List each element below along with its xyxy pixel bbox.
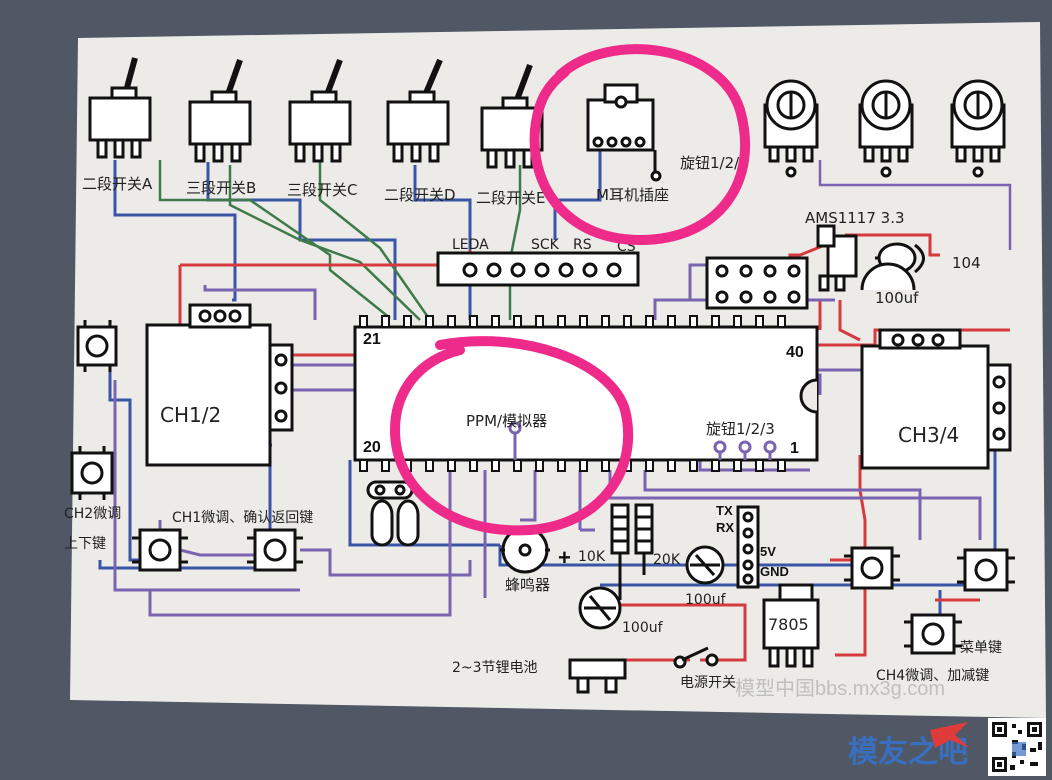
label-ch34: CH3/4 bbox=[898, 423, 959, 447]
buzzer-icon bbox=[500, 526, 550, 574]
plane-icon bbox=[930, 722, 970, 748]
button-ch2-updown-icon bbox=[132, 528, 188, 572]
label-cap-104: 104 bbox=[952, 254, 981, 272]
label-battery: 2~3节锂电池 bbox=[452, 660, 538, 676]
label-switch-d: 二段开关D bbox=[384, 186, 456, 204]
lcd-header bbox=[436, 251, 640, 287]
ch12-gimbal bbox=[145, 303, 294, 467]
knob-2-icon bbox=[858, 79, 914, 178]
button-ch4-right-icon bbox=[844, 546, 900, 590]
label-10k: 10K bbox=[578, 549, 606, 565]
knob-3-icon bbox=[950, 79, 1006, 178]
capacitor-100uf-mid-icon bbox=[685, 545, 725, 585]
knob-1-icon bbox=[763, 79, 819, 178]
highlight-marks bbox=[389, 44, 750, 536]
label-rs: RS bbox=[573, 237, 592, 253]
label-rx: RX bbox=[716, 520, 734, 535]
label-ppm: PPM/模拟器 bbox=[466, 412, 547, 430]
label-ch1-trim: CH1微调、确认返回键 bbox=[172, 510, 313, 526]
highlight-circle-ppm bbox=[389, 336, 634, 536]
mcu-chip bbox=[353, 325, 819, 462]
label-switch-a: 二段开关A bbox=[82, 175, 153, 193]
ams1117-regulator bbox=[816, 224, 858, 292]
label-tx: TX bbox=[716, 503, 733, 518]
label-gnd: GND bbox=[760, 564, 789, 579]
crystal-icon bbox=[366, 480, 420, 547]
button-menu-icon bbox=[957, 548, 1015, 592]
label-leda: LEDA bbox=[452, 237, 489, 253]
switch-b-icon bbox=[188, 59, 252, 163]
label-ch12: CH1/2 bbox=[160, 403, 221, 427]
label-cap-100uf-mid: 100uf bbox=[685, 592, 727, 608]
switch-c-icon bbox=[288, 58, 352, 163]
ch34-gimbal bbox=[860, 328, 1012, 470]
text-labels: 二段开关A 三段开关B 三段开关C 二段开关D 二段开关E M耳机插座 旋钮1/… bbox=[64, 154, 1002, 700]
label-cap-100uf-low: 100uf bbox=[622, 620, 664, 636]
label-buzzer: 蜂鸣器 bbox=[505, 576, 550, 594]
label-20k: 20K bbox=[653, 552, 681, 568]
regulator-7805 bbox=[762, 583, 820, 668]
label-switch-b: 三段开关B bbox=[186, 179, 256, 197]
serial-header bbox=[736, 505, 760, 589]
label-ch2-trim: CH2微调 bbox=[64, 506, 121, 522]
push-buttons bbox=[70, 320, 1015, 655]
label-headphone-jack: M耳机插座 bbox=[596, 186, 669, 204]
label-knobs-ic: 旋钮1/2/3 bbox=[706, 420, 775, 438]
label-menu-key: 菜单键 bbox=[960, 640, 1002, 656]
label-pin-1: 1 bbox=[790, 440, 799, 457]
button-ch2-up-icon bbox=[76, 320, 118, 372]
button-ch4-icon bbox=[904, 613, 962, 655]
highlight-circle-jack bbox=[529, 44, 750, 246]
resistors bbox=[610, 503, 654, 600]
label-ch4-trim: CH4微调、加减键 bbox=[876, 668, 989, 684]
headphone-jack-icon bbox=[586, 83, 662, 182]
qr-code-icon bbox=[988, 718, 1046, 776]
label-power-switch: 电源开关 bbox=[680, 675, 736, 691]
label-knobs-top: 旋钮1/2/3 bbox=[680, 154, 749, 172]
battery-connector-icon bbox=[568, 658, 627, 694]
label-5v: 5V bbox=[760, 544, 776, 559]
label-cap-100uf-top: 100uf bbox=[875, 289, 919, 307]
switch-d-icon bbox=[386, 58, 450, 163]
potentiometers bbox=[763, 79, 1006, 178]
watermark-text: 模型中国bbs.mx3g.com bbox=[735, 677, 945, 700]
power-switch-icon bbox=[673, 646, 719, 669]
switch-a-icon bbox=[88, 57, 152, 159]
mcu-top-pins bbox=[359, 315, 786, 328]
site-logo: 模友之吧 bbox=[848, 722, 970, 770]
capacitor-100uf-top-icon bbox=[860, 262, 916, 291]
pin-header-2x4 bbox=[705, 256, 809, 310]
label-switch-c: 三段开关C bbox=[287, 181, 357, 199]
label-pin-40: 40 bbox=[786, 344, 804, 361]
label-updown: 上下键 bbox=[64, 536, 106, 552]
label-ams1117: AMS1117 3.3 bbox=[805, 209, 905, 227]
label-switch-e: 二段开关E bbox=[476, 189, 545, 207]
logo-text: 模友之吧 bbox=[848, 735, 968, 770]
label-7805: 7805 bbox=[768, 615, 809, 634]
label-pin-21: 21 bbox=[363, 331, 381, 348]
button-ch1-icon bbox=[247, 528, 303, 572]
label-plus: + bbox=[558, 545, 571, 570]
label-pin-20: 20 bbox=[363, 439, 381, 456]
label-sck: SCK bbox=[531, 237, 560, 253]
button-ch2-down-icon bbox=[70, 446, 114, 500]
capacitor-100uf-low-icon bbox=[578, 586, 622, 630]
